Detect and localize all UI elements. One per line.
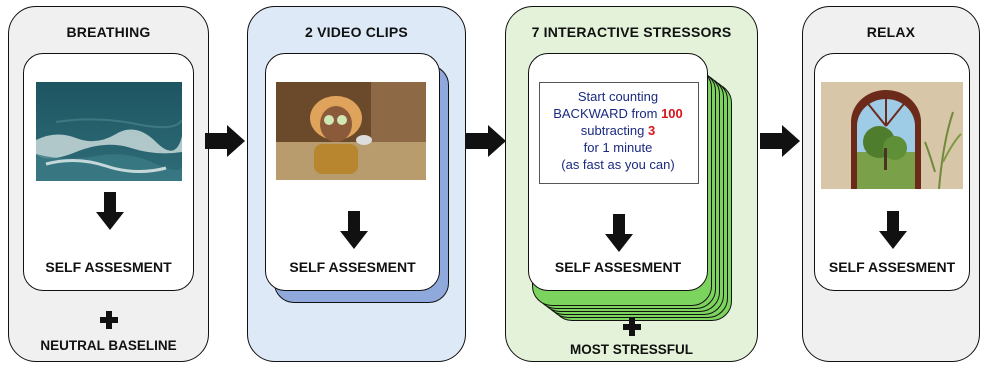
most-stressful-label: MOST STRESSFUL xyxy=(569,342,693,357)
down-arrow-icon xyxy=(96,192,124,230)
task-line: for 1 minute xyxy=(583,140,653,155)
task-number: 100 xyxy=(661,106,683,121)
task-text: subtracting xyxy=(580,123,648,138)
self-assessment-label: SELF ASSESMENT xyxy=(45,259,172,275)
stage-video-clips: 2 VIDEO CLIPS SELF ASSESMENT xyxy=(247,6,466,362)
stage-card: SELF ASSESMENT xyxy=(23,53,194,291)
task-prompt-text: Start counting BACKWARD from 100 subtrac… xyxy=(539,88,697,173)
down-arrow-icon xyxy=(605,214,633,252)
stage-relax: RELAX SELF ASSESMENT xyxy=(802,6,980,362)
stage-title: 7 INTERACTIVE STRESSORS xyxy=(531,24,732,40)
task-prompt-box xyxy=(539,82,699,184)
self-assessment-label: SELF ASSESMENT xyxy=(828,259,956,275)
task-line: BACKWARD from 100 xyxy=(539,105,697,122)
stage-card: SELF ASSESMENT xyxy=(265,53,440,291)
right-arrow-icon xyxy=(760,125,800,157)
right-arrow-icon xyxy=(205,125,245,157)
down-arrow-icon xyxy=(879,211,907,249)
stage-breathing: BREATHING SELF ASSESMENT xyxy=(8,6,209,362)
task-number: 3 xyxy=(647,123,656,138)
film-still-image xyxy=(276,82,426,180)
self-assessment-label: SELF ASSESMENT xyxy=(554,259,682,275)
task-line: subtracting 3 xyxy=(539,122,697,139)
stage-title: BREATHING xyxy=(66,24,151,40)
stage-title: 2 VIDEO CLIPS xyxy=(305,24,408,40)
ocean-waves-image xyxy=(36,82,182,181)
plus-icon xyxy=(623,318,641,336)
task-text: BACKWARD from xyxy=(553,106,662,121)
stage-card: SELF ASSESMENT xyxy=(814,53,970,291)
self-assessment-label: SELF ASSESMENT xyxy=(289,259,416,275)
plus-icon xyxy=(100,311,118,329)
stage-interactive-stressors: 7 INTERACTIVE STRESSORS Start counting B… xyxy=(505,6,758,362)
task-line: Start counting xyxy=(577,89,659,104)
stage-title: RELAX xyxy=(866,24,916,40)
right-arrow-icon xyxy=(466,125,506,157)
down-arrow-icon xyxy=(340,211,368,249)
task-line: (as fast as you can) xyxy=(561,157,675,172)
neutral-baseline-label: NEUTRAL BASELINE xyxy=(40,338,177,353)
virtual-window-image xyxy=(821,82,963,189)
stage-card: Start counting BACKWARD from 100 subtrac… xyxy=(528,53,708,291)
